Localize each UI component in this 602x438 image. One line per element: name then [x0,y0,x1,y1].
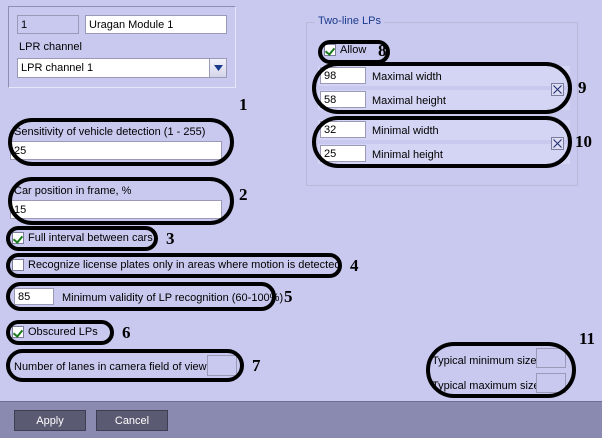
annotation-number-3: 3 [166,229,175,248]
maximal-height-label: Maximal height [372,95,446,107]
annotation-number-10: 10 [575,132,592,151]
apply-button[interactable]: Apply [14,410,86,431]
maximal-width-label: Maximal width [372,71,442,83]
recognize-motion-only-label: Recognize license plates only in areas w… [28,259,341,271]
dialog-footer: Apply Cancel [0,401,602,438]
full-interval-label: Full interval between cars [28,232,153,244]
min-validity-label: Minimum validity of LP recognition (60-1… [62,292,284,304]
annotation-number-9: 9 [578,78,587,97]
checkbox-box[interactable] [12,326,24,338]
cancel-button[interactable]: Cancel [96,410,168,431]
car-position-input[interactable] [10,200,222,219]
checkbox-box[interactable] [12,259,24,271]
maximal-height-input[interactable] [320,91,366,108]
module-name-field[interactable] [85,15,227,34]
typical-minimum-size-input[interactable] [536,348,566,368]
annotation-number-1: 1 [239,95,248,114]
car-position-label: Car position in frame, % [14,185,132,197]
typical-maximum-size-input[interactable] [536,373,566,393]
annotation-number-6: 6 [122,323,131,342]
minimal-width-input[interactable] [320,121,366,138]
annotation-number-2: 2 [239,185,248,204]
typical-minimum-size-label: Typical minimum size [432,355,537,367]
x-icon [553,85,562,94]
two-line-lps-title: Two-line LPs [315,15,384,27]
obscured-lps-label: Obscured LPs [28,326,98,338]
sensitivity-input[interactable] [10,141,222,160]
x-icon [553,139,562,148]
sensitivity-label: Sensitivity of vehicle detection (1 - 25… [14,126,206,138]
minimal-height-input[interactable] [320,145,366,162]
checkbox-box[interactable] [324,44,336,56]
annotation-number-7: 7 [252,356,261,375]
annotation-number-4: 4 [350,256,359,275]
min-validity-input[interactable] [14,288,54,305]
chevron-down-icon[interactable] [209,59,226,77]
minimal-width-label: Minimal width [372,125,439,137]
lpr-channel-select[interactable]: LPR channel 1 [17,58,227,78]
recognize-motion-only-checkbox[interactable]: Recognize license plates only in areas w… [12,259,340,271]
obscured-lps-checkbox[interactable]: Obscured LPs [12,326,98,338]
maximal-width-input[interactable] [320,67,366,84]
allow-label: Allow [340,44,367,56]
minimal-height-label: Minimal height [372,149,443,161]
full-interval-checkbox[interactable]: Full interval between cars [12,232,153,244]
checkbox-box[interactable] [12,232,24,244]
lpr-channel-label: LPR channel [19,41,82,53]
two-line-lps-groupbox: Two-line LPs [306,15,578,186]
lanes-input[interactable] [207,355,237,376]
maximal-clear-button[interactable] [551,83,564,96]
allow-two-line-checkbox[interactable]: Allow [324,44,366,56]
lanes-label: Number of lanes in camera field of view [14,361,207,373]
minimal-clear-button[interactable] [551,137,564,150]
typical-maximum-size-label: Typical maximum size [432,380,540,392]
module-id-field[interactable] [17,15,79,34]
annotation-number-5: 5 [284,287,293,306]
lpr-channel-selected-value: LPR channel 1 [21,62,94,74]
annotation-number-8: 8 [378,41,387,60]
module-identity-panel: LPR channel LPR channel 1 [8,6,236,88]
annotation-number-11: 11 [579,329,596,348]
